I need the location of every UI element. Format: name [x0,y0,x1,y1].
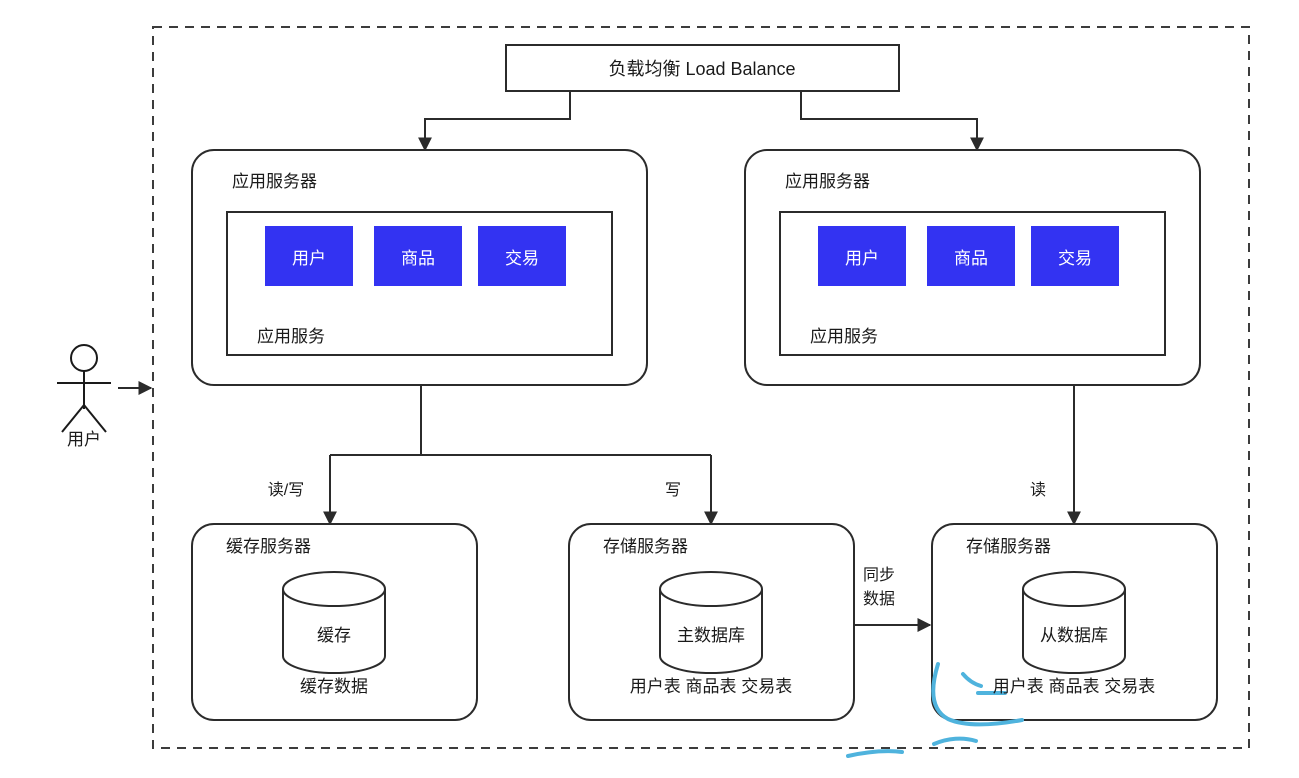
handdrawn-annotation-highlight [846,662,1024,758]
master-db-cylinder-label: 主数据库 [677,626,745,645]
user-actor-label: 用户 [67,430,101,449]
edge-label-read: 读 [1029,482,1047,499]
load-balancer-box[interactable] [505,44,900,92]
edge-label-sync-line1: 同步 [862,567,896,584]
storage-server-slave-footer: 用户表 商品表 交易表 [992,677,1156,696]
user-actor-icon [57,344,111,433]
service-block-product-2[interactable]: 商品 [927,226,1015,286]
service-block-transaction-2-label: 交易 [1058,248,1092,268]
system-boundary [152,26,1250,749]
service-block-user-1-label: 用户 [292,248,326,268]
service-block-product-1-label: 商品 [401,248,435,268]
service-block-transaction-1-label: 交易 [505,248,539,268]
cache-server-footer: 缓存数据 [300,677,368,696]
edge-label-read-write: 读/写 [267,482,305,499]
service-block-user-2[interactable]: 用户 [818,226,906,286]
service-block-product-1[interactable]: 商品 [374,226,462,286]
storage-server-master-footer: 用户表 商品表 交易表 [629,677,793,696]
cache-server-title: 缓存服务器 [226,537,311,556]
slave-db-cylinder-icon [1022,571,1126,674]
storage-server-slave-title: 存储服务器 [966,537,1051,556]
connector-lb-to-app2 [800,91,984,152]
storage-server-master-title: 存储服务器 [603,537,688,556]
connector-lb-to-app1 [418,91,571,152]
master-db-cylinder-icon [659,571,763,674]
edge-label-write: 写 [664,482,682,499]
service-block-transaction-2[interactable]: 交易 [1031,226,1119,286]
cache-cylinder-icon [282,571,386,674]
app-server-1-title: 应用服务器 [232,172,317,191]
load-balancer-label: 负载均衡 Load Balance [608,59,796,79]
slave-db-cylinder-label: 从数据库 [1040,626,1108,645]
app-service-panel-1-label: 应用服务 [257,327,325,346]
service-block-transaction-1[interactable]: 交易 [478,226,566,286]
service-block-user-1[interactable]: 用户 [265,226,353,286]
cache-cylinder-label: 缓存 [317,626,351,645]
service-block-product-2-label: 商品 [954,248,988,268]
service-block-user-2-label: 用户 [845,248,879,268]
app-server-2-title: 应用服务器 [785,172,870,191]
edge-label-sync-line2: 数据 [862,591,896,608]
app-service-panel-2-label: 应用服务 [810,327,878,346]
